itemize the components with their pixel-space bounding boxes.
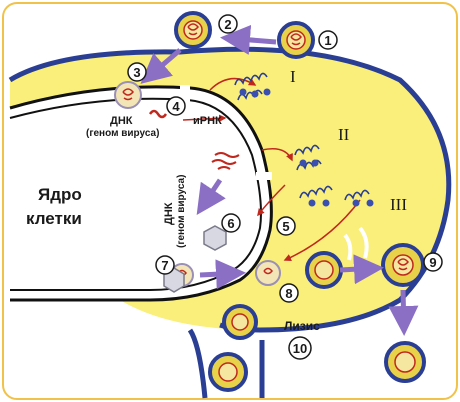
step-marker-5: 5 — [276, 216, 296, 236]
dna-vertical-sublabel: (геном вируса) — [176, 175, 187, 248]
ribosome-cluster-II — [294, 144, 322, 171]
arrow-7-8 — [199, 259, 246, 290]
arrow-to-5 — [257, 184, 286, 217]
step-marker-9: 9 — [423, 252, 443, 272]
ribosome-cluster-III — [299, 185, 374, 207]
arrow-2-3 — [140, 48, 182, 84]
arrow-dna-mrna — [182, 114, 227, 123]
nucleus-label-line2: клетки — [26, 209, 82, 228]
dna-vertical-label: ДНК — [163, 202, 175, 225]
arrow-8-9 — [339, 254, 384, 285]
arrow-1-2 — [220, 24, 277, 55]
nuclear-pore-right — [256, 172, 272, 180]
viral-dna-cluster — [211, 152, 240, 170]
lysis-label: Лизис — [284, 319, 320, 333]
stage-label-I: I — [290, 67, 296, 86]
virus-particle-8 — [255, 260, 281, 286]
dna-sublabel: (геном вируса) — [86, 128, 159, 139]
virus-particle-3 — [114, 81, 142, 109]
step-number-9: 9 — [429, 255, 436, 270]
step-number-1: 1 — [324, 33, 331, 48]
nuclear-pore-top — [180, 85, 190, 103]
stage-label-III: III — [390, 195, 407, 214]
step-number-5: 5 — [282, 219, 289, 234]
ribosome-cluster-I — [234, 72, 271, 101]
stage-label-II: II — [338, 125, 350, 144]
step-number-6: 6 — [227, 216, 234, 231]
arrow-III-8 — [283, 199, 361, 261]
step-marker-3: 3 — [127, 62, 147, 82]
step-marker-2: 2 — [218, 14, 238, 34]
step-marker-4: 4 — [166, 96, 186, 116]
cell-membrane-lower — [187, 328, 208, 399]
step-marker-6: 6 — [221, 213, 241, 233]
arrow-mrna-II — [261, 148, 293, 162]
dna-label: ДНК — [110, 115, 133, 127]
step-marker-7: 7 — [155, 255, 175, 275]
step-number-8: 8 — [285, 286, 292, 301]
arrow-mrna-I — [209, 77, 257, 91]
virus-released-bottom — [384, 341, 426, 383]
step-number-4: 4 — [172, 99, 180, 114]
viral-dna-squiggle — [148, 109, 168, 119]
step-number-7: 7 — [161, 258, 168, 273]
step-number-2: 2 — [224, 17, 231, 32]
step-number-3: 3 — [133, 65, 140, 80]
virus-lysis-low — [208, 352, 248, 392]
virus-budding — [305, 251, 343, 289]
virus-lysis — [222, 304, 258, 340]
virus-particle-1 — [277, 21, 315, 59]
step-marker-10: 10 — [288, 336, 312, 360]
step-number-10: 10 — [293, 341, 307, 356]
cell-membrane — [8, 46, 452, 333]
arrow-to-6 — [196, 178, 226, 215]
nucleus-label-line1: Ядро — [38, 185, 82, 204]
arrow-9-release — [388, 289, 419, 336]
step-marker-1: 1 — [318, 30, 338, 50]
virus-particle-9 — [381, 243, 425, 287]
step-marker-8: 8 — [279, 283, 299, 303]
membrane-strands — [343, 226, 369, 261]
mrna-label: иРНК — [193, 115, 222, 127]
capsid-hexagon-6 — [203, 225, 227, 251]
virus-particle-2 — [174, 11, 212, 49]
